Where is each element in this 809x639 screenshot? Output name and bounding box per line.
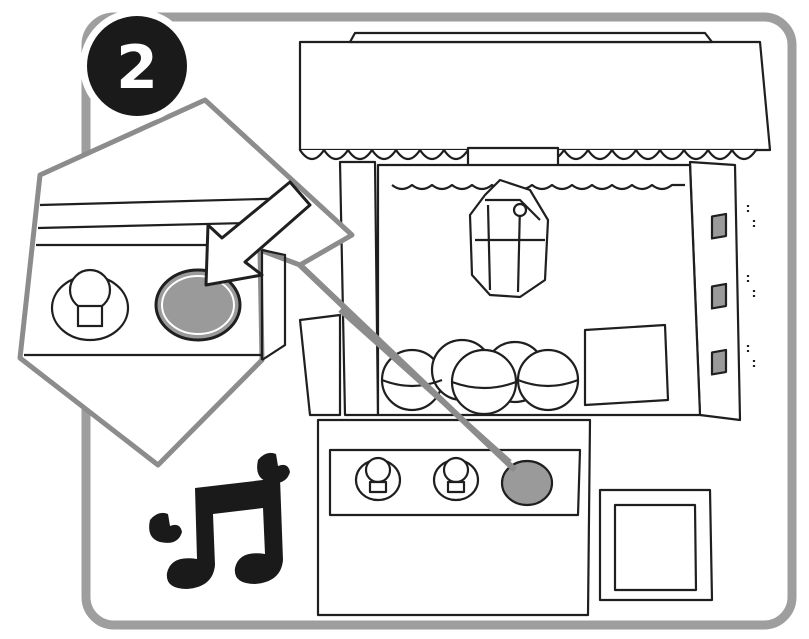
claw-machine [298,31,772,617]
zoom-start-button [154,268,242,342]
side-light [710,212,728,240]
cabinet-left-post [338,160,380,417]
awning [298,40,772,152]
side-light [710,282,728,310]
gem-prize-icon [468,178,550,299]
awning-roof-line [348,31,714,44]
light-sparkles [746,205,756,368]
side-light [710,348,728,376]
zoom-callout [17,97,355,468]
music-notes-icon [149,452,290,589]
zoom-leader-line [338,308,512,464]
prize-door-inner [613,503,698,592]
prize-ball [516,348,580,412]
arrow-pointer-icon [204,180,312,287]
prize-ball [450,348,518,416]
cabinet-lower-left [298,313,342,417]
joystick-icon [432,456,480,502]
ball-seams [381,378,579,390]
joystick-icon [354,456,402,502]
zoom-joystick-icon [50,268,130,342]
step-badge: 2 [80,9,194,123]
step-number: 2 [116,33,158,103]
prize-chute-box [583,323,670,407]
start-button [500,459,554,507]
inner-curtain [391,183,685,191]
